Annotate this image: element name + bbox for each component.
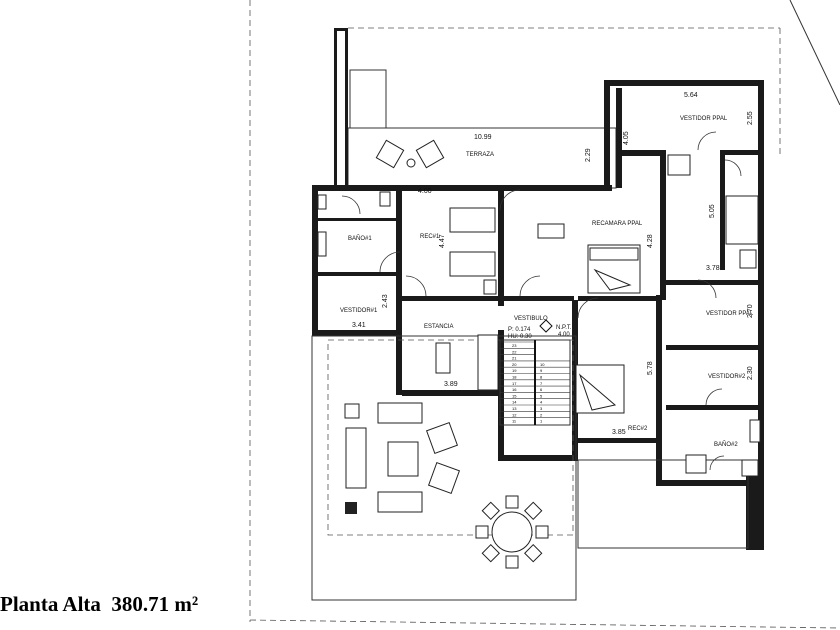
site-line-bottom bbox=[249, 619, 840, 629]
dining-chair bbox=[505, 555, 519, 569]
stair-step-number: 12 bbox=[512, 412, 517, 417]
stair-step-number: 18 bbox=[512, 375, 517, 380]
label-rec2: REC#2 bbox=[628, 426, 648, 432]
exterior-walls bbox=[312, 28, 764, 550]
stair-step-number: 3 bbox=[540, 406, 543, 411]
stair-step-number: 10 bbox=[540, 362, 545, 367]
stair-step-number: 23 bbox=[512, 343, 517, 348]
stair-step-number: 1 bbox=[540, 419, 543, 424]
dim-578: 5.78 bbox=[647, 361, 654, 375]
terrace-block bbox=[349, 69, 387, 129]
caption-area: 380.71 m² bbox=[111, 592, 199, 616]
stair-step-number: 9 bbox=[540, 368, 543, 373]
bathroom-fixtures bbox=[317, 154, 761, 477]
dim-1099: 10.99 bbox=[474, 134, 492, 141]
stair-step-number: 5 bbox=[540, 393, 543, 398]
stair-step-number: 8 bbox=[540, 375, 543, 380]
stair-step-number: 16 bbox=[512, 387, 517, 392]
stair-step-number: 7 bbox=[540, 381, 543, 386]
stair-step-number: 6 bbox=[540, 387, 543, 392]
level-p: P: 0.174 bbox=[508, 327, 531, 333]
lower-terrace-border bbox=[577, 459, 749, 549]
dim-447: 4.47 bbox=[439, 234, 446, 248]
dim-428: 4.28 bbox=[647, 234, 654, 248]
door-swings bbox=[341, 131, 742, 471]
beds-rec1 bbox=[449, 207, 497, 295]
level-marker-icon bbox=[539, 319, 553, 333]
stair-step-number: 17 bbox=[512, 381, 517, 386]
label-bano2: BAÑO#2 bbox=[714, 441, 738, 448]
stair-step-number: 21 bbox=[512, 356, 517, 361]
stair-step-number: 15 bbox=[512, 393, 517, 398]
dim-385: 3.85 bbox=[612, 429, 626, 436]
stair-step-number: 11 bbox=[512, 419, 517, 424]
label-vestidor-ppal-top: VESTIDOR PPAL bbox=[680, 116, 728, 122]
label-bano1: BAÑO#1 bbox=[348, 235, 372, 242]
dim-229: 2.29 bbox=[585, 148, 592, 162]
level-npt-value: 4.00 bbox=[558, 332, 570, 338]
dim-341: 3.41 bbox=[352, 322, 366, 329]
dim-564: 5.64 bbox=[684, 92, 698, 99]
label-recamara-ppal: RECAMARA PPAL bbox=[592, 221, 643, 227]
label-estancia: ESTANCIA bbox=[424, 324, 454, 330]
bed-rec2 bbox=[575, 364, 625, 414]
dim-255: 2.55 bbox=[747, 111, 754, 125]
caption-title: Planta Alta bbox=[0, 592, 101, 616]
stair-step-number: 19 bbox=[512, 368, 517, 373]
dining-chair bbox=[505, 495, 519, 509]
stair-step-number: 13 bbox=[512, 406, 517, 411]
dining-chair bbox=[524, 501, 543, 520]
dim-378: 3.78 bbox=[706, 265, 720, 272]
stair-step-number: 22 bbox=[512, 349, 517, 354]
dining-chair bbox=[481, 501, 500, 520]
label-vestidor1: VESTIDOR#1 bbox=[340, 308, 378, 314]
stair-step-number: 4 bbox=[540, 400, 543, 405]
dining-chair bbox=[475, 525, 489, 539]
dim-405: 4.05 bbox=[623, 131, 630, 145]
stair-step-number: 2 bbox=[540, 412, 543, 417]
dim-400: 4.00 bbox=[418, 188, 432, 195]
living-furniture bbox=[344, 223, 565, 569]
dim-243: 2.43 bbox=[382, 294, 389, 308]
lower-terrace-outline bbox=[311, 335, 577, 601]
label-vestibulo: VESTIBULO bbox=[514, 316, 548, 322]
label-vestidor2: VESTIDOR#2 bbox=[708, 374, 746, 380]
label-terraza: TERRAZA bbox=[466, 152, 494, 158]
lower-terrace-inner bbox=[327, 339, 574, 536]
level-npt: N.P.T. bbox=[556, 325, 572, 331]
level-hu: HU: 0.30 bbox=[508, 334, 532, 340]
stair-step-number: 14 bbox=[512, 400, 517, 405]
dim-230: 2.30 bbox=[747, 366, 754, 380]
site-line-diagonal bbox=[789, 0, 840, 106]
dining-chair bbox=[535, 525, 549, 539]
stair-step-number: 20 bbox=[512, 362, 517, 367]
dim-270: 2.70 bbox=[747, 304, 754, 318]
dining-chair bbox=[481, 544, 500, 563]
plan-caption: Planta Alta 380.71 m² bbox=[0, 592, 198, 617]
bed-recamara-ppal bbox=[587, 244, 641, 294]
label-rec1: REC#1 bbox=[420, 234, 440, 240]
terrace-chairs bbox=[375, 139, 445, 169]
label-vestidor-ppal: VESTIDOR PPAL bbox=[706, 311, 754, 317]
dim-505: 5.05 bbox=[709, 204, 716, 218]
dim-389: 3.89 bbox=[444, 381, 458, 388]
dining-chair bbox=[524, 544, 543, 563]
